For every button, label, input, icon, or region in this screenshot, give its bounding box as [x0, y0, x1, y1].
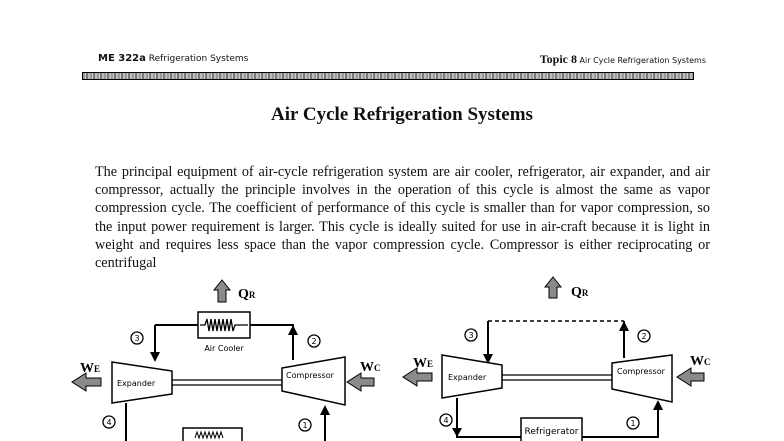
wc-label: WC — [360, 360, 381, 375]
header-course: ME 322a Refrigeration Systems — [98, 53, 248, 64]
qr-label: QR — [238, 287, 256, 302]
state-1: 1 — [630, 419, 635, 428]
air-cooler-label: Air Cooler — [204, 344, 244, 353]
refrigerator-label: Refrigerator — [525, 427, 579, 437]
topic-name: Air Cycle Refrigeration Systems — [579, 56, 706, 65]
expander — [111, 361, 173, 404]
work-in-arrow — [346, 372, 375, 392]
heat-out-arrow — [212, 279, 232, 303]
compressor — [281, 356, 346, 406]
shaft — [502, 374, 612, 381]
diagram-right: QR Expander Compressor WE WC Refrigerato… — [402, 276, 711, 441]
state-2: 2 — [641, 332, 646, 341]
qr-label: QR — [571, 285, 589, 300]
wc-label: WC — [690, 354, 711, 369]
refrigerator-box — [520, 417, 583, 441]
expander-label: Expander — [448, 373, 487, 382]
state-4: 4 — [443, 416, 448, 425]
course-name: Refrigeration Systems — [148, 54, 249, 64]
work-in-arrow — [676, 367, 705, 387]
compressor-label: Compressor — [617, 367, 666, 376]
state-2: 2 — [311, 337, 316, 346]
state-1: 1 — [302, 421, 307, 430]
we-label: WE — [80, 361, 100, 376]
coil-icon — [200, 318, 248, 332]
course-code: ME 322a — [98, 53, 146, 64]
state-4: 4 — [106, 418, 111, 427]
topic-label: Topic 8 — [539, 52, 577, 66]
header-rule — [82, 72, 694, 80]
compressor-label: Compressor — [286, 371, 335, 380]
page-title: Air Cycle Refrigeration Systems — [271, 104, 533, 125]
diagram-left: QR Air Cooler Expander Compressor WE WC … — [71, 279, 381, 441]
expander — [441, 354, 503, 399]
expander-label: Expander — [117, 379, 156, 388]
heat-out-arrow — [543, 276, 563, 299]
we-label: WE — [413, 356, 433, 371]
header-topic: Topic 8 Air Cycle Refrigeration Systems — [540, 52, 706, 67]
shaft — [172, 379, 282, 386]
body-paragraph: The principal equipment of air-cycle ref… — [95, 164, 710, 272]
compressor — [611, 354, 673, 403]
work-out-arrow — [402, 367, 433, 387]
state-3: 3 — [468, 331, 473, 340]
work-out-arrow — [71, 372, 102, 392]
state-3: 3 — [134, 334, 139, 343]
